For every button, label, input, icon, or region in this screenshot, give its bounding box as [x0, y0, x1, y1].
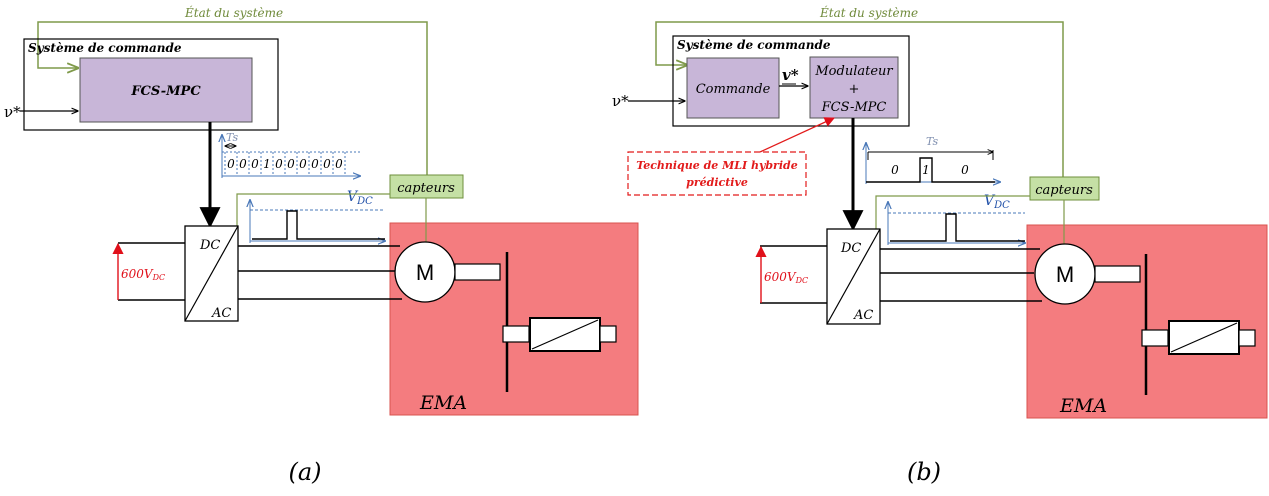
vdc-pulse-plot-b: VDC	[888, 193, 1025, 245]
state-label-a: État du système	[184, 5, 283, 20]
converter-dc-b: DC	[840, 241, 861, 256]
sequence-digit-b: 0	[891, 163, 899, 177]
sequence-digit-a: 0	[299, 157, 307, 171]
converter-ac-b: AC	[853, 308, 873, 323]
annotation-arrow-b	[759, 117, 835, 153]
fcs-mpc-label-a: FCS-MPC	[130, 84, 201, 99]
sequence-digit-a: 1	[263, 157, 271, 171]
control-system-box-a	[23, 38, 279, 131]
ema-label-b: EMA	[1059, 395, 1107, 417]
modulator-line3-b: FCS-MPC	[821, 100, 887, 115]
sequence-digit-b: 1	[922, 163, 930, 177]
switching-sequence-b: Ts 0 1 0	[866, 135, 1000, 184]
motor-label-a: M	[416, 260, 434, 285]
annotation-line2-b: prédictive	[686, 176, 748, 189]
ts-label-b: Ts	[926, 135, 939, 148]
panel-a: EMA État du système Système de commande …	[4, 5, 639, 416]
ema-label-a: EMA	[419, 392, 467, 414]
converter-ac-a: AC	[211, 306, 231, 321]
sequence-digit-a: 0	[311, 157, 319, 171]
v-star-label-b: v*	[782, 66, 799, 84]
sequence-digit-a: 0	[323, 157, 331, 171]
sequence-digit-a: 0	[239, 157, 247, 171]
vdc-label-a: VDC	[347, 189, 373, 207]
control-system-title-b: Système de commande	[677, 38, 831, 52]
state-feedback-line-b	[655, 21, 1064, 177]
sequence-digit-a: 0	[287, 157, 295, 171]
caption-a: (a)	[288, 458, 321, 486]
sequence-digit-a: 0	[335, 157, 343, 171]
reference-input-a: ν*	[4, 103, 21, 121]
vdc-pulse-plot-a: VDC	[250, 189, 385, 243]
panel-b: EMA État du système Système de commande …	[612, 5, 1268, 419]
ts-label-a: Ts	[226, 131, 239, 144]
voltage-label-b: 600VDC	[764, 270, 808, 285]
control-system-title-a: Système de commande	[28, 41, 182, 55]
state-feedback-line-a	[37, 21, 428, 178]
control-system-box-b	[672, 35, 910, 127]
motor-label-b: M	[1056, 262, 1074, 287]
sequence-digit-a: 0	[275, 157, 283, 171]
modulator-line1-b: Modulateur	[814, 64, 893, 79]
modulator-line2-b: +	[849, 82, 860, 97]
hybrid-pwm-annotation-b	[627, 151, 807, 196]
command-block-b	[686, 57, 780, 119]
annotation-line1-b: Technique de MLI hybride	[636, 159, 797, 172]
converter-dc-a: DC	[199, 238, 220, 253]
sequence-digit-a: 0	[251, 157, 259, 171]
sequence-digit-b: 0	[961, 163, 969, 177]
sensors-label-b: capteurs	[1035, 183, 1093, 198]
sequence-digit-a: 0	[227, 157, 235, 171]
voltage-label-a: 600VDC	[121, 267, 165, 282]
modulator-block-b	[809, 56, 899, 119]
sensor-line-b	[875, 195, 1030, 229]
vdc-label-b: VDC	[984, 193, 1010, 211]
reference-input-b: ν*	[612, 92, 629, 110]
fcs-mpc-block-a	[79, 57, 253, 123]
sensors-label-a: capteurs	[397, 181, 455, 196]
state-label-b: État du système	[819, 5, 918, 20]
caption-b: (b)	[907, 458, 941, 486]
sensor-line-a	[236, 193, 390, 226]
command-label-b: Commande	[696, 82, 771, 97]
